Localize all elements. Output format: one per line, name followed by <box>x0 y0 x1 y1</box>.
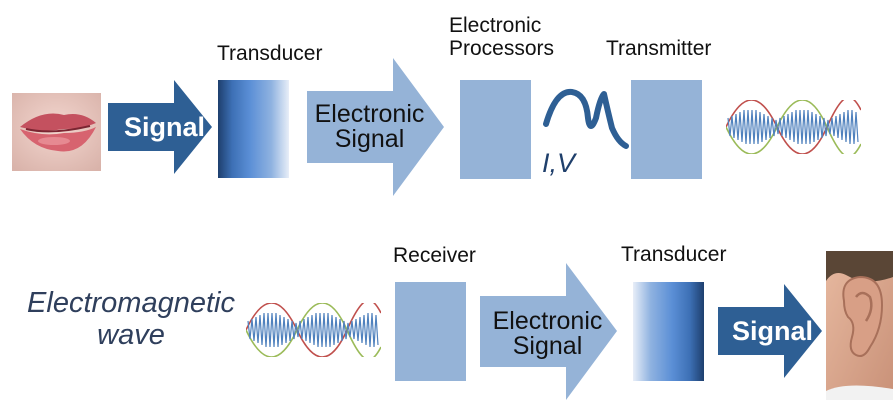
em-wave-icon-top <box>725 96 862 158</box>
transducer-label-top: Transducer <box>217 42 323 65</box>
electronic-signal-bottom-line2: Signal <box>512 332 583 360</box>
em-wave-label-line2: wave <box>97 319 165 351</box>
processors-label-line1: Electronic <box>449 14 542 37</box>
electronic-signal-bottom-line1: Electronic <box>492 307 603 335</box>
processors-label-line2: Processors <box>449 37 555 60</box>
em-wave-label: Electromagnetic wave <box>24 287 238 351</box>
transducer-block-bottom <box>633 282 704 381</box>
electronic-signal-text-bottom: Electronic Signal <box>480 309 615 359</box>
signal-arrow-top: Signal <box>108 80 212 174</box>
signal-arrow-bottom: Signal <box>718 284 822 378</box>
electronic-signal-text-top: Electronic Signal <box>307 102 432 152</box>
signal-arrow-label: Signal <box>124 112 206 142</box>
electronic-signal-line2: Signal <box>334 125 405 153</box>
transmitter-label: Transmitter <box>606 37 712 60</box>
transducer-label-bottom: Transducer <box>621 243 727 266</box>
ear-image <box>826 251 893 400</box>
electronic-signal-line1: Electronic <box>314 100 425 128</box>
processors-box <box>460 80 531 179</box>
signal-arrow-bottom-label: Signal <box>732 316 814 346</box>
iv-squiggle-icon <box>540 84 632 154</box>
processors-label: Electronic Processors <box>449 14 554 60</box>
electronic-signal-arrow-bottom: Electronic Signal <box>480 263 617 400</box>
transmitter-box <box>631 80 702 179</box>
receiver-label: Receiver <box>393 244 476 267</box>
transducer-block-top <box>218 80 289 178</box>
mouth-image <box>12 93 101 171</box>
em-wave-icon-bottom <box>245 299 382 361</box>
em-wave-label-line1: Electromagnetic <box>27 287 235 319</box>
electronic-signal-arrow-top: Electronic Signal <box>307 58 444 196</box>
receiver-box <box>395 282 466 381</box>
iv-label: I,V <box>542 148 576 178</box>
